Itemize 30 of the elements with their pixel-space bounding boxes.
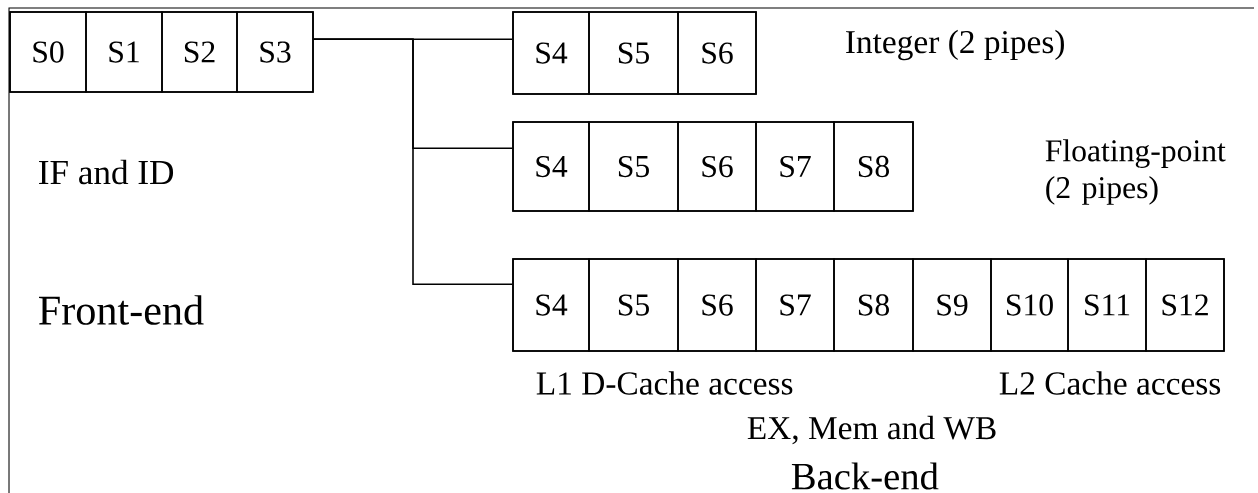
stage-cell: S12 — [1145, 258, 1225, 352]
stage-cell: S7 — [755, 258, 835, 352]
stage-cell: S0 — [9, 11, 87, 93]
stage-cell: S4 — [512, 258, 590, 352]
stage-cell: S8 — [833, 121, 914, 212]
stage-cell: S11 — [1067, 258, 1147, 352]
stage-cell: S9 — [912, 258, 992, 352]
connector-line — [313, 38, 513, 285]
text-label: IF and ID — [39, 159, 174, 185]
stage-cell: S8 — [833, 258, 914, 352]
text-label: Integer (2 pipes) — [846, 29, 1064, 61]
stage-cell: S1 — [85, 11, 163, 93]
stage-cell: S3 — [236, 11, 314, 93]
stage-cell: S4 — [512, 11, 590, 95]
text-label: L2 Cache access — [999, 371, 1221, 395]
text-label: Floating-point (2 pipes) — [1045, 139, 1226, 205]
stage-cell: S6 — [677, 258, 757, 352]
stage-cell: S4 — [512, 121, 590, 212]
stage-cell: S5 — [588, 258, 679, 352]
stage-cell: S6 — [677, 121, 757, 212]
text-label: L1 D-Cache access — [536, 371, 793, 395]
stage-cell: S2 — [161, 11, 238, 93]
stage-cell: S7 — [755, 121, 835, 212]
stage-cell: S5 — [588, 121, 679, 212]
text-label: Front-end — [39, 295, 204, 325]
stage-cell: S10 — [990, 258, 1069, 352]
stage-cell: S5 — [588, 11, 679, 95]
text-label: Back-end — [791, 462, 939, 490]
stage-cell: S6 — [677, 11, 757, 95]
text-label: EX, Mem and WB — [747, 415, 996, 445]
